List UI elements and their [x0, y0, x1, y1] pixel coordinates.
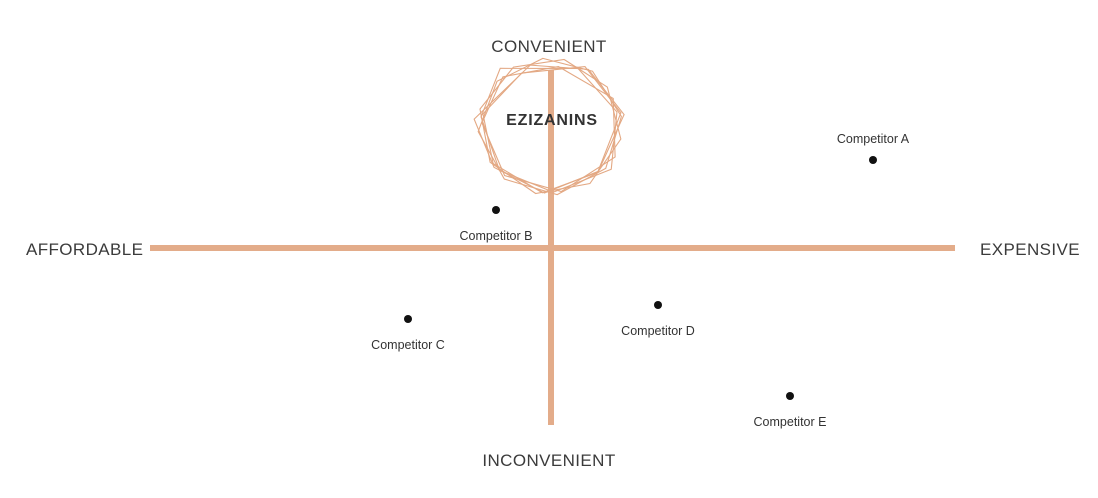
- vertical-axis: [548, 70, 554, 425]
- point-label: Competitor A: [836, 132, 910, 146]
- axis-label-right: EXPENSIVE: [980, 240, 1080, 259]
- point-marker: [404, 315, 412, 323]
- axis-label-bottom: INCONVENIENT: [482, 451, 616, 470]
- point-marker: [786, 392, 794, 400]
- point-marker: [654, 301, 662, 309]
- point-marker: [492, 206, 500, 214]
- point-label: Competitor B: [459, 229, 533, 243]
- axis-label-left: AFFORDABLE: [26, 240, 144, 259]
- axis-label-top: CONVENIENT: [491, 37, 607, 56]
- point-marker: [869, 156, 877, 164]
- point-label: Competitor D: [621, 324, 695, 338]
- point-label: Competitor C: [371, 338, 445, 352]
- brand-name-label: EZIZANINS: [0, 112, 1098, 130]
- point-label: Competitor E: [753, 415, 827, 429]
- brand-name-text: EZIZANINS: [506, 112, 598, 129]
